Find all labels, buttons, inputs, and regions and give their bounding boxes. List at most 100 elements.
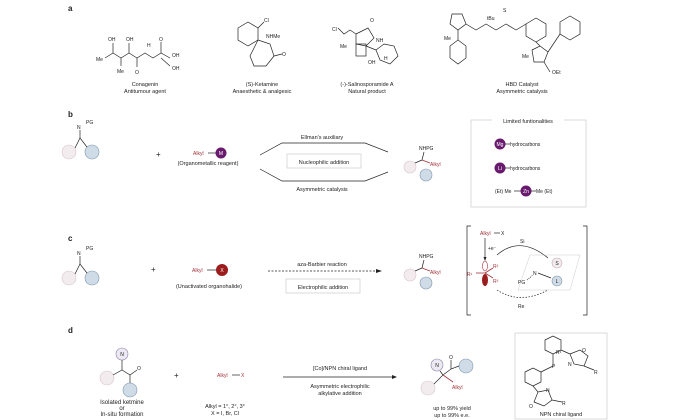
arrow-top — [259, 142, 389, 156]
compound-desc: Antitumour agent — [124, 89, 166, 95]
product-d: N O Alkyl — [420, 355, 474, 396]
reagent-caption: Alkyl = 1°, 2°, 3° — [205, 404, 245, 410]
atom-label: NHPG — [419, 254, 434, 260]
box-label: Electrophilic addition — [298, 285, 348, 291]
atom-label: R² — [493, 264, 499, 270]
atom-label: tBu — [487, 16, 495, 22]
reagent-caption: (Unactivated organohalide) — [176, 284, 242, 290]
mechanism-box: Alkyl X +e⁻ R¹ R² R³ Si Re S L N PG — [466, 225, 588, 316]
atom-label: PG — [86, 120, 93, 126]
atom-label: N — [77, 251, 81, 257]
atom-label: H — [147, 43, 151, 49]
atom-label: O — [159, 37, 163, 43]
atom-label: OH — [172, 53, 180, 59]
hbd-catalyst-structure: Me tBu S Me OEt — [444, 8, 581, 76]
conagenin-structure: OH OH Me Me O H O OH OH — [96, 37, 180, 76]
electron-label: +e⁻ — [488, 246, 497, 252]
atom-label: Me — [340, 44, 347, 50]
atom-label: N — [120, 352, 124, 358]
npn-ligand-structure: P R¹ O N R N O R — [524, 335, 598, 410]
atom-label: OH — [126, 37, 134, 43]
metal-circle — [215, 147, 227, 159]
compound-name: (S)-Ketamine — [246, 82, 278, 88]
atom-label: N — [77, 125, 81, 131]
nucleophilic-box — [286, 153, 362, 169]
product-b: NHPG Alkyl — [403, 146, 441, 182]
arrow-bottom — [259, 168, 389, 182]
arrow-label: Ellman's auxiliary — [301, 135, 344, 141]
row-text: (Et) Me — [495, 189, 512, 195]
atom-label: OH — [368, 60, 376, 66]
atom-label: PG — [518, 280, 525, 286]
atom-label: O — [370, 18, 374, 24]
ketamine-structure: Cl NHMe O — [237, 18, 286, 67]
panel-label-d: d — [68, 326, 73, 335]
atom-label: O — [529, 404, 533, 410]
plus-sign: + — [151, 265, 156, 274]
ee-text: up to 99% e.e. — [434, 413, 470, 419]
plus-sign: + — [174, 371, 179, 380]
row-text: hydrocarbons — [510, 166, 541, 172]
metal-label: Li — [498, 166, 502, 172]
atom-label: N — [533, 271, 537, 277]
atom-label: OEt — [552, 70, 561, 76]
halide-circle — [216, 264, 228, 276]
metal-label: Mg — [497, 142, 504, 148]
atom-label: Me — [444, 36, 451, 42]
atom-label: Cl — [264, 18, 269, 24]
row-text: Me (Et) — [536, 189, 553, 195]
metal-label: M — [219, 151, 223, 157]
salinosporamide-structure: Cl O NH Me OH H — [332, 18, 399, 66]
alkyl-label: Alkyl — [192, 268, 203, 274]
imine-b: N PG — [61, 120, 100, 160]
compound-name: Conagenin — [132, 82, 159, 88]
alkyl-label: Alkyl — [217, 373, 228, 379]
ketimine-caption: or — [119, 406, 124, 412]
atom-label: P — [552, 364, 556, 370]
alkyl-label: Alkyl — [452, 385, 463, 391]
ketimine-d: N O — [99, 347, 141, 398]
compound-name: HBD Catalyst — [505, 82, 538, 88]
atom-label: OH — [172, 66, 180, 72]
atom-label: NHPG — [419, 146, 434, 152]
panel-label-a: a — [68, 4, 73, 13]
box-title: Limited funtionalities — [503, 119, 553, 125]
reagent-caption: X = I, Br, Cl — [211, 411, 239, 417]
atom-label: NH — [376, 38, 384, 44]
atom-label: O — [282, 52, 286, 58]
alkyl-label: Alkyl — [193, 151, 204, 157]
arrow-label: aza-Barbier reaction — [297, 262, 347, 268]
compound-name: (-)-Salinosporamide A — [340, 82, 394, 88]
row-text: hydrocarbons — [510, 142, 541, 148]
atom-label: O — [135, 70, 139, 76]
product-c: NHPG Alkyl — [403, 254, 441, 290]
atom-label: Cl — [332, 27, 337, 33]
atom-label: N — [435, 363, 439, 369]
atom-label: R¹ — [556, 350, 562, 356]
compound-desc: Asymmetric catalysis — [496, 89, 548, 95]
halide-label: X — [220, 268, 224, 274]
ligand-caption: NPN chiral ligand — [540, 412, 583, 418]
compound-desc: Anaesthetic & analgesic — [233, 89, 292, 95]
atom-label: R — [594, 370, 598, 376]
atom-label: OH — [108, 37, 116, 43]
atom-label: O — [137, 366, 141, 372]
ketimine-caption: Isolated ketmine — [100, 400, 144, 406]
box-label: Nucleophilic addition — [299, 160, 349, 166]
panel-label-c: c — [68, 234, 73, 243]
arrow-label: [Co]/NPN chiral ligand — [313, 366, 367, 372]
arrow-label: Asymmetric catalysis — [296, 187, 348, 193]
atom-label: S — [503, 8, 507, 14]
alkyl-label: Alkyl — [430, 162, 441, 168]
atom-label: R¹ — [467, 272, 473, 278]
atom-label: Me — [96, 57, 103, 63]
ketimine-caption: In-situ formation — [100, 412, 143, 418]
atom-label: X — [241, 373, 245, 379]
imine-c: N PG — [61, 246, 100, 286]
atom-label: Me — [522, 54, 529, 60]
electrophilic-box — [285, 278, 361, 294]
atom-label: N — [568, 362, 572, 368]
alkyl-label: Alkyl — [480, 231, 491, 237]
atom-label: Me — [117, 69, 124, 75]
